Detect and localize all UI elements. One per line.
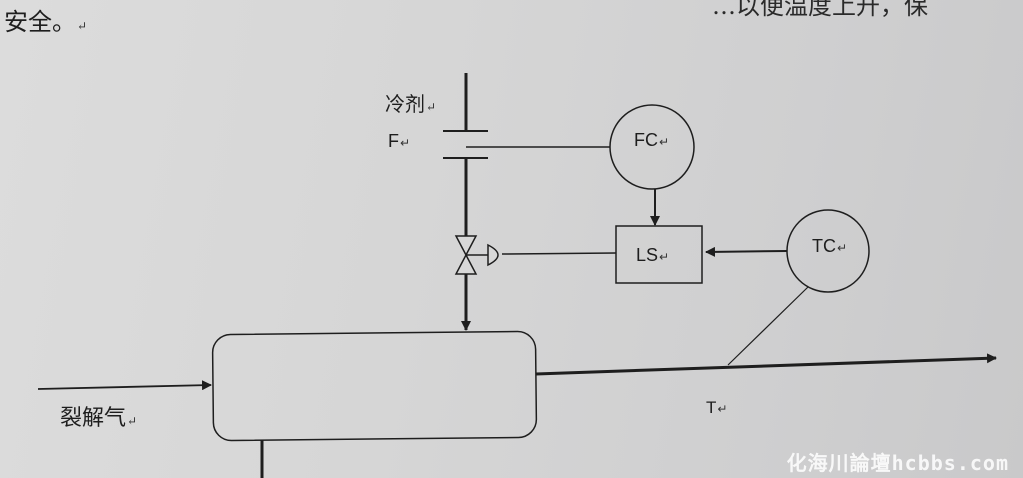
label-flow-element: F↵ <box>388 131 411 151</box>
label-feed-cracked-gas: 裂解气↵ <box>60 406 138 431</box>
label-ls: LS↵ <box>636 245 670 265</box>
vessel <box>211 330 538 442</box>
signal-line-tc-ls <box>705 246 788 257</box>
label-coolant: 冷剂↵ <box>385 92 437 116</box>
watermark: 化海川論壇hcbbs.com <box>786 451 1009 475</box>
document-text-top-right: …以便温度上升，保 <box>712 0 928 20</box>
signal-line-tc-outlet <box>727 286 809 366</box>
feed-line <box>37 380 212 391</box>
label-fc: FC↵ <box>634 130 670 150</box>
label-tc: TC↵ <box>812 236 848 256</box>
outlet-line <box>535 353 997 376</box>
valve-actuator-icon <box>487 243 499 267</box>
ls-selector <box>615 225 703 284</box>
signal-line-ls-valve <box>501 252 617 255</box>
fc-controller <box>609 104 695 190</box>
document-text-top: 安全。↵ <box>4 8 88 36</box>
label-temperature: T↵ <box>706 398 728 417</box>
